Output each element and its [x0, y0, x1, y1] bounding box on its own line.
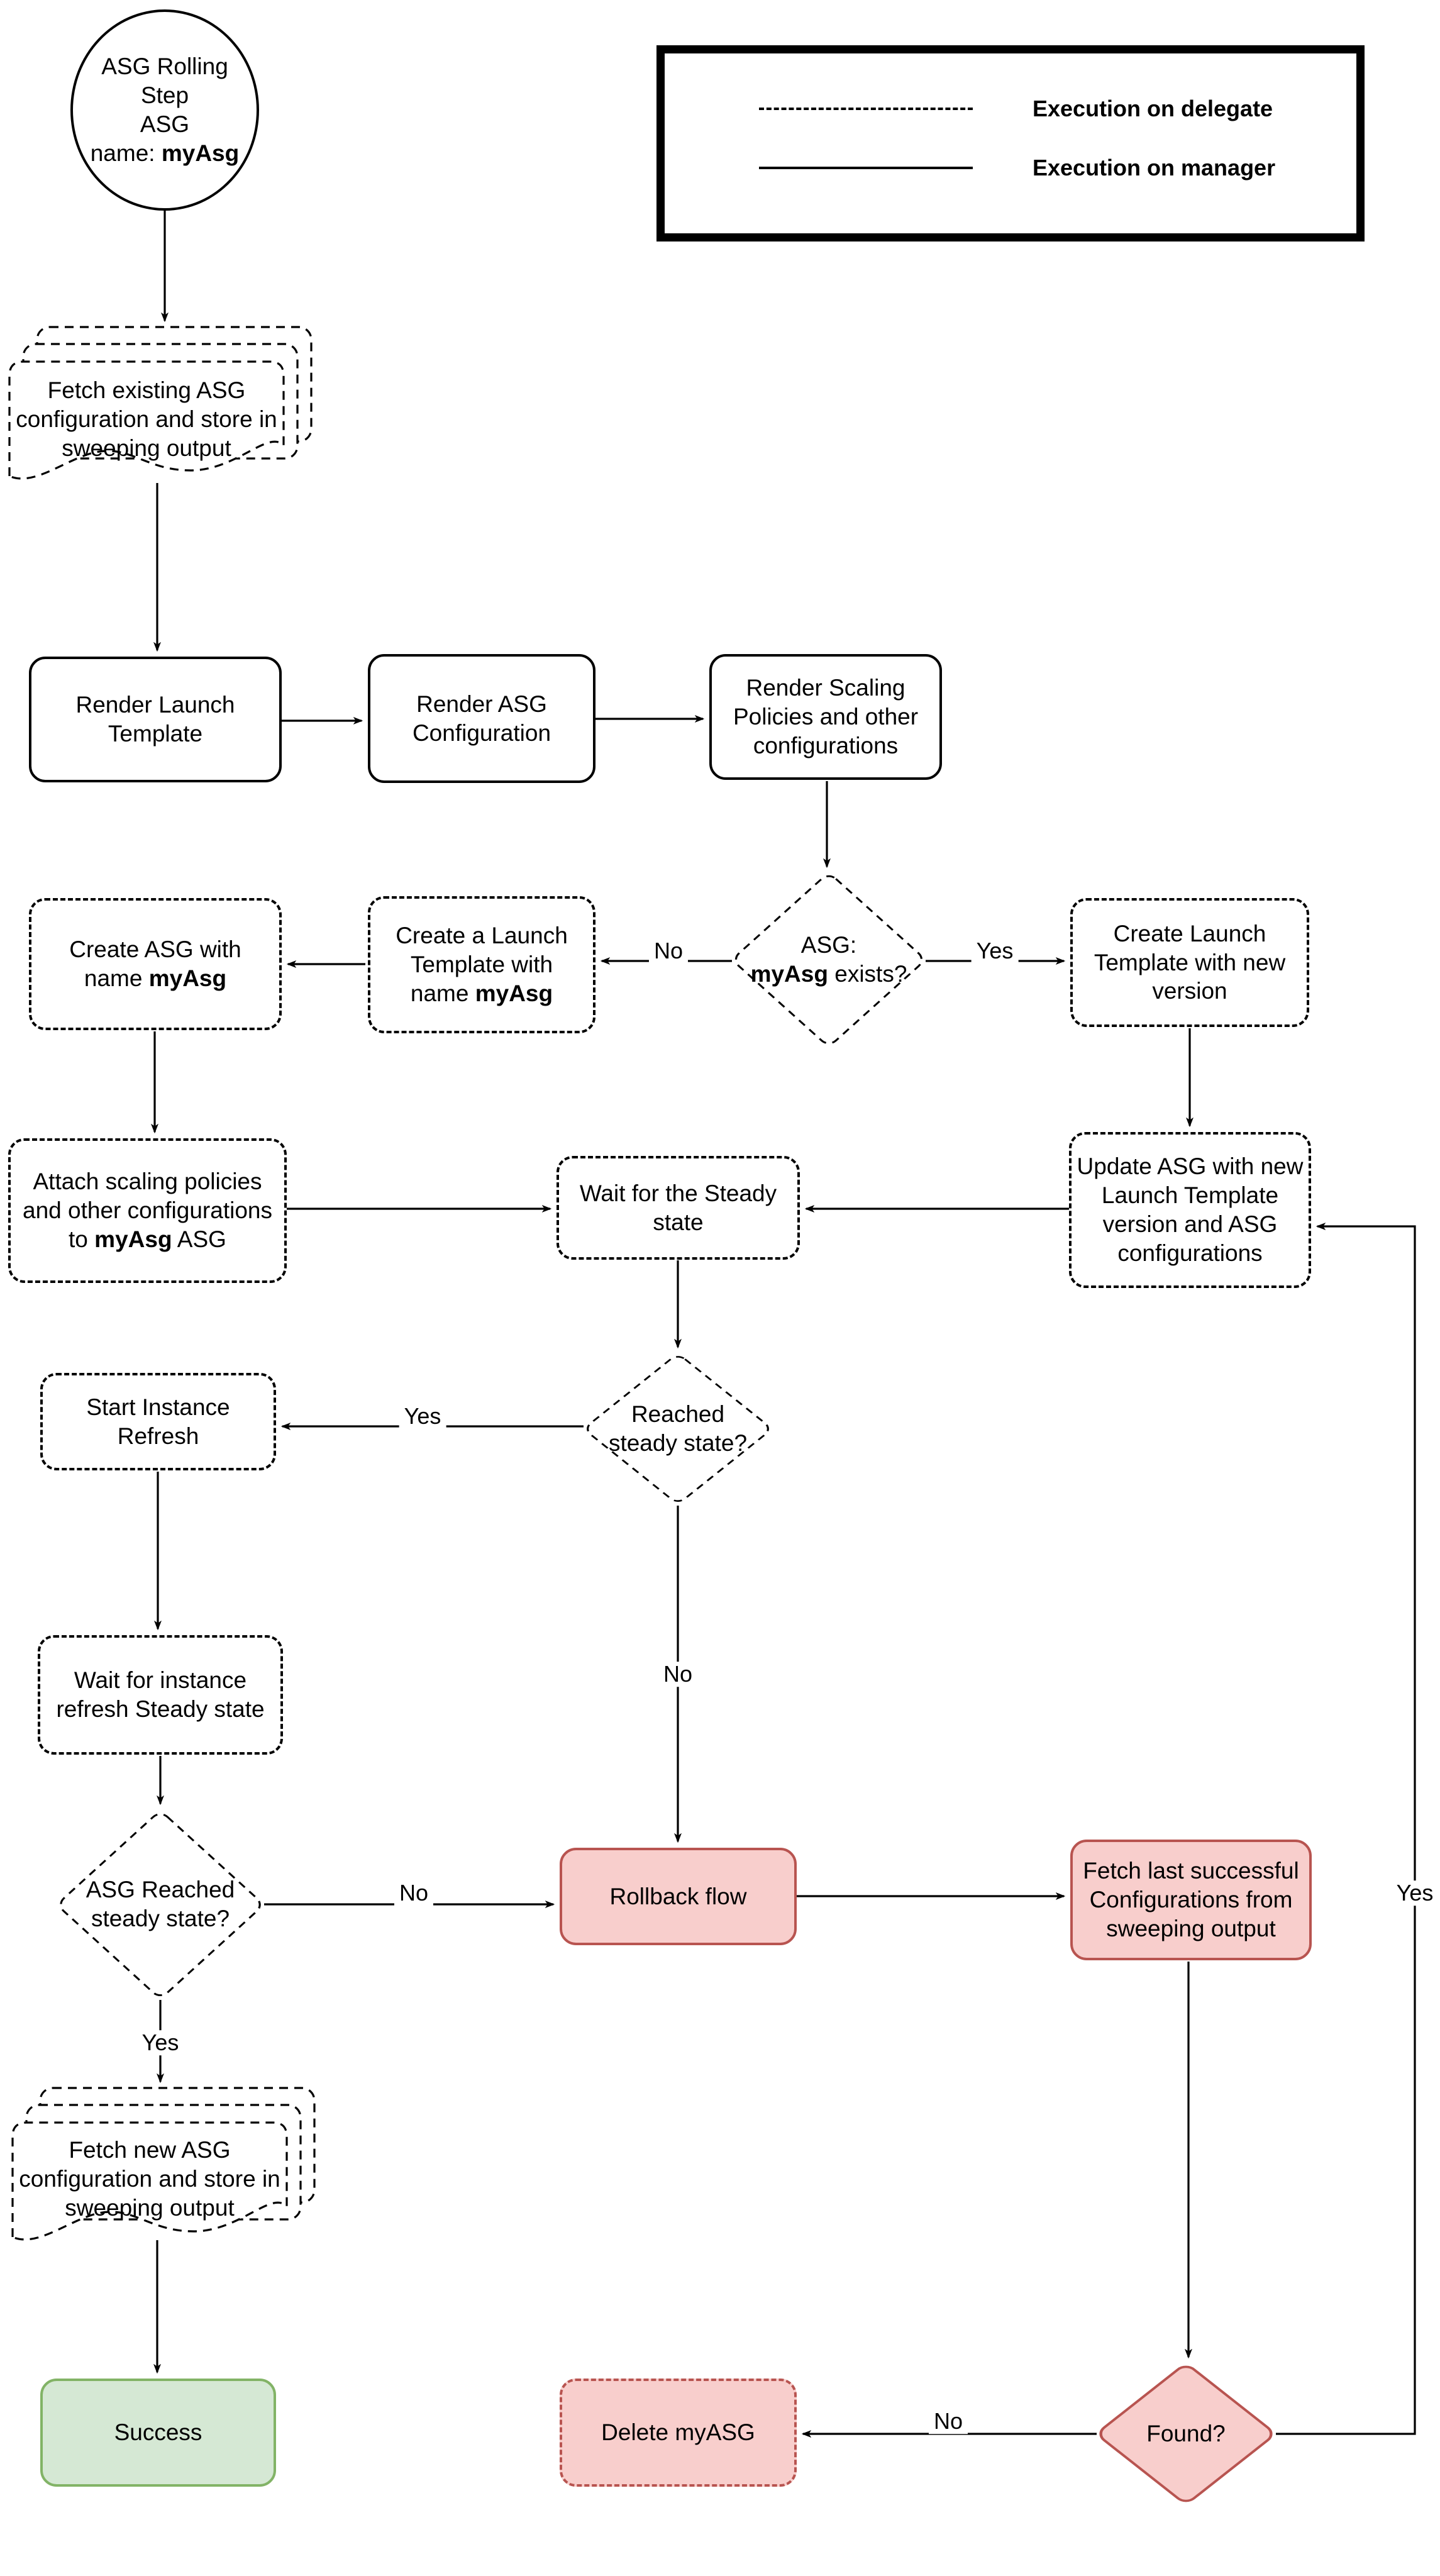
wait-steady-state-node: Wait for the Steady state [557, 1156, 800, 1260]
create-launch-template-named-node: Create a Launch Template with name myAsg [368, 896, 595, 1033]
legend-manager-label: Execution on manager [1033, 155, 1276, 180]
asg-exists-line1: ASG: [800, 932, 857, 958]
legend-row-manager: Execution on manager [665, 149, 1356, 187]
render-launch-template-label: Render Launch Template [75, 692, 235, 747]
start-line3: name: [90, 140, 162, 166]
create-asg-node: Create ASG with name myAsg [29, 898, 282, 1030]
rollback-flow-node: Rollback flow [560, 1848, 797, 1945]
wait-steady-state-label: Wait for the Steady state [579, 1180, 777, 1235]
wait-instance-refresh-label: Wait for instance refresh Steady state [56, 1667, 265, 1722]
diamond-reached-steady [587, 1356, 769, 1502]
render-launch-template-node: Render Launch Template [29, 657, 282, 782]
multidoc-fetch-new-shape [11, 2087, 316, 2241]
create-asg-name: myAsg [148, 965, 227, 991]
diamond-found [1099, 2365, 1273, 2502]
diamond-asg-exists [734, 875, 923, 1045]
multidoc-fetch-existing-shape [8, 326, 313, 480]
legend-delegate-label: Execution on delegate [1033, 96, 1273, 121]
edge-label-asg-reached-yes: Yes [136, 2030, 184, 2055]
edge-label-reached-steady-yes: Yes [399, 1404, 446, 1429]
edge-label-asg-exists-yes: Yes [971, 938, 1019, 963]
create-launch-template-new-node: Create Launch Template with new version [1070, 898, 1309, 1027]
reached-steady-decision-label: Reached steady state? [608, 1401, 748, 1456]
render-asg-configuration-node: Render ASG Configuration [368, 654, 595, 783]
update-asg-node: Update ASG with new Launch Template vers… [1069, 1132, 1311, 1288]
start-line2: ASG [140, 111, 190, 137]
delete-my-asg-node: Delete myASG [560, 2379, 797, 2487]
render-scaling-policies-node: Render Scaling Policies and other config… [709, 654, 942, 780]
start-instance-refresh-label: Start Instance Refresh [86, 1394, 230, 1449]
start-asg-name: myAsg [161, 140, 240, 166]
diamond-asg-reached-steady [60, 1813, 261, 1996]
update-asg-label: Update ASG with new Launch Template vers… [1077, 1153, 1304, 1266]
start-instance-refresh-node: Start Instance Refresh [40, 1373, 276, 1470]
attach-scaling-policies-text: Attach scaling policies and other config… [23, 1169, 272, 1252]
dashed-line-sample [759, 108, 973, 110]
rollback-flow-label: Rollback flow [609, 1883, 747, 1909]
create-asg-label: Create ASG with name myAsg [40, 935, 270, 993]
asg-exists-name: myAsg [750, 961, 828, 987]
start-line1: ASG Rolling Step [101, 53, 228, 109]
legend-row-delegate: Execution on delegate [665, 90, 1356, 128]
render-asg-configuration-label: Render ASG Configuration [412, 691, 551, 746]
create-launch-template-named-label: Create a Launch Template with name myAsg [379, 921, 584, 1008]
edge-label-found-no: No [928, 2409, 968, 2434]
success-label: Success [114, 2419, 202, 2446]
attach-scaling-policies-asg: myAsg [94, 1226, 172, 1252]
start-node: ASG Rolling Step ASG name: myAsg [70, 9, 259, 211]
flow-arrows [155, 211, 1416, 2434]
attach-scaling-policies-node: Attach scaling policies and other config… [8, 1138, 287, 1283]
create-asg-text: Create ASG with name [69, 936, 241, 991]
create-launch-template-new-label: Create Launch Template with new version [1094, 920, 1286, 1004]
edge-label-asg-reached-no: No [394, 1880, 434, 1906]
delete-my-asg-label: Delete myASG [601, 2419, 755, 2446]
fetch-existing-node-label: Fetch existing ASG configuration and sto… [16, 377, 277, 461]
asg-exists-decision-label: ASG: myAsg exists? [731, 931, 926, 989]
asg-reached-steady-decision-label: ASG Reached steady state? [86, 1877, 235, 1931]
success-node: Success [40, 2379, 276, 2487]
fetch-last-successful-node: Fetch last successful Configurations fro… [1070, 1840, 1312, 1960]
fetch-new-node-label: Fetch new ASG configuration and store in… [19, 2137, 280, 2221]
solid-line-sample [759, 167, 973, 169]
wait-instance-refresh-node: Wait for instance refresh Steady state [38, 1635, 283, 1755]
edge-label-asg-exists-no: No [648, 938, 689, 963]
edge-label-found-yes: Yes [1391, 1880, 1439, 1906]
fetch-last-successful-label: Fetch last successful Configurations fro… [1083, 1858, 1299, 1941]
create-launch-template-named-text: Create a Launch Template with name [396, 923, 568, 1006]
create-launch-template-named-asg: myAsg [475, 980, 553, 1006]
attach-scaling-policies-suffix: ASG [172, 1226, 226, 1252]
found-decision-label: Found? [1146, 2421, 1226, 2447]
asg-exists-suffix: exists? [828, 961, 907, 987]
legend-box: Execution on delegate Execution on manag… [656, 45, 1365, 242]
attach-scaling-policies-label: Attach scaling policies and other config… [19, 1167, 275, 1254]
edge-label-reached-steady-no: No [658, 1662, 698, 1687]
render-scaling-policies-label: Render Scaling Policies and other config… [733, 675, 919, 758]
